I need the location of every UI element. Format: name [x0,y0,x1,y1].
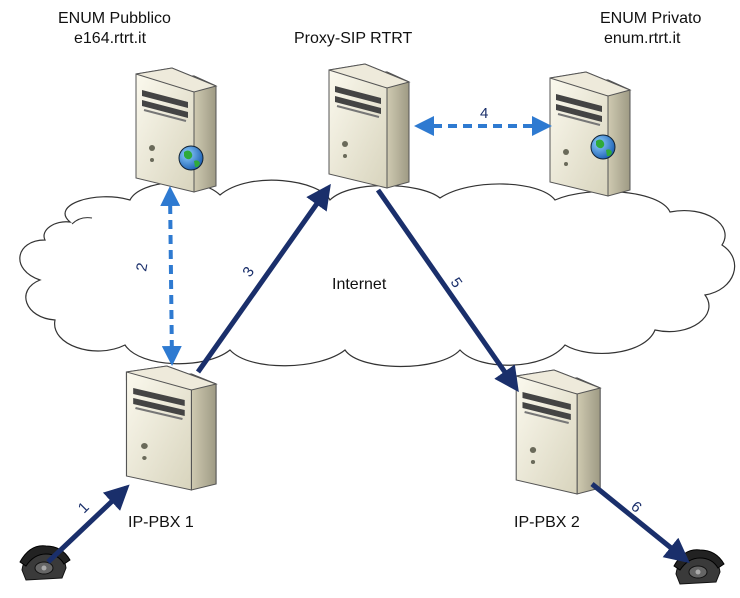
enum-public-host: e164.rtrt.it [74,30,147,47]
pbx2-server-icon [515,368,602,496]
step-label-4: 4 [480,105,488,122]
proxy-title: Proxy-SIP RTRT [294,30,413,47]
enum-private-server-icon [549,71,631,197]
pbx1-title: IP-PBX 1 [128,514,194,531]
internet-cloud [19,179,736,368]
arrow-step-5 [375,188,519,393]
enum-private-host: enum.rtrt.it [604,30,681,47]
enum-public-server-icon [135,67,217,193]
pbx2-title: IP-PBX 2 [514,514,580,531]
arrow-step-3 [195,183,331,374]
step-label-2: 2 [133,262,151,273]
proxy-server-icon [328,63,410,189]
arrow-step-1 [46,484,130,564]
enum-private-title: ENUM Privato [600,10,702,27]
enum-public-globe-icon [178,145,204,171]
arrow-step-6 [590,482,690,564]
arrow-step-2 [160,186,182,366]
enum-public-title: ENUM Pubblico [58,10,171,27]
enum-private-globe-icon [590,134,616,160]
step-label-1: 1 [75,499,93,517]
pbx1-server-icon [125,364,218,492]
internet-label: Internet [332,276,387,293]
